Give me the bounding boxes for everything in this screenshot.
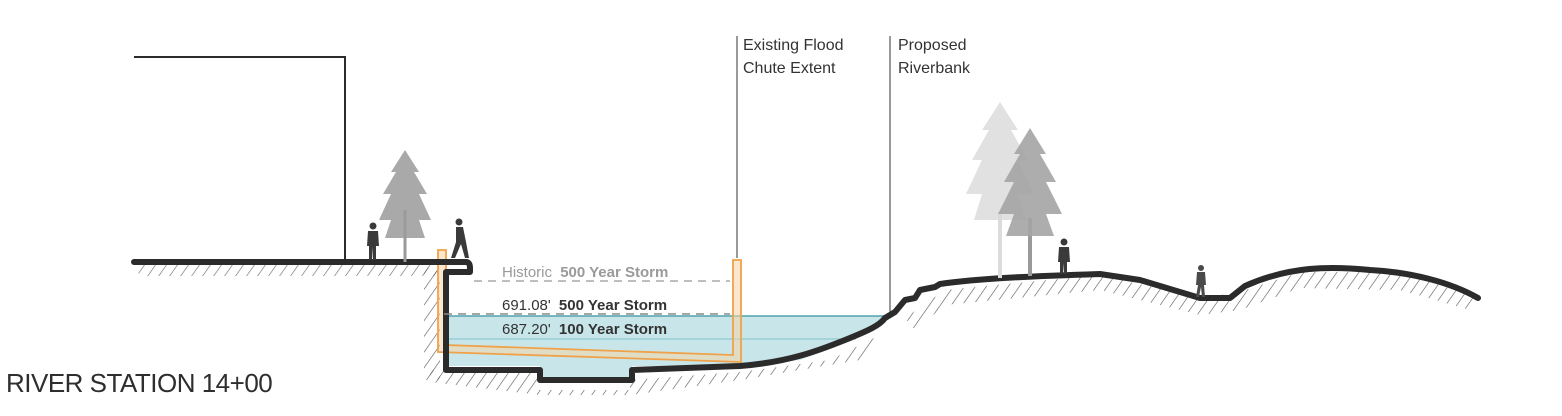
historic-storm-label: Historic 500 Year Storm	[502, 264, 668, 281]
flood-chute-label-line2: Chute Extent	[743, 60, 836, 77]
person-icon	[451, 218, 469, 258]
tree-icon	[379, 150, 431, 262]
section-title: RIVER STATION 14+00	[6, 368, 273, 398]
storm-500-name: 500 Year Storm	[559, 297, 667, 314]
historic-storm-name: 500 Year Storm	[560, 264, 668, 281]
person-icon	[1196, 265, 1206, 297]
tree-icon	[998, 128, 1062, 276]
riverbank-label-line2: Riverbank	[898, 60, 971, 77]
storm-500-label: 691.08' 500 Year Storm	[502, 297, 667, 314]
historic-prefix: Historic	[502, 264, 553, 281]
channel-wall-hatch	[424, 268, 440, 380]
left-bank-hatch	[134, 265, 438, 276]
person-icon	[367, 222, 379, 260]
river-water	[444, 316, 885, 380]
channel-bottom-hatch	[430, 335, 880, 395]
storm-500-elevation: 691.08'	[502, 297, 551, 314]
person-icon	[1058, 238, 1070, 274]
riverbank-label-line1: Proposed	[898, 37, 967, 54]
storm-100-label: 687.20' 100 Year Storm	[502, 321, 667, 338]
storm-100-name: 100 Year Storm	[559, 321, 667, 338]
storm-100-elevation: 687.20'	[502, 321, 551, 338]
ground-profile	[131, 259, 1481, 383]
building-outline	[134, 56, 346, 262]
flood-chute-label-line1: Existing Flood	[743, 37, 844, 54]
right-bank-hatch	[905, 272, 1478, 330]
